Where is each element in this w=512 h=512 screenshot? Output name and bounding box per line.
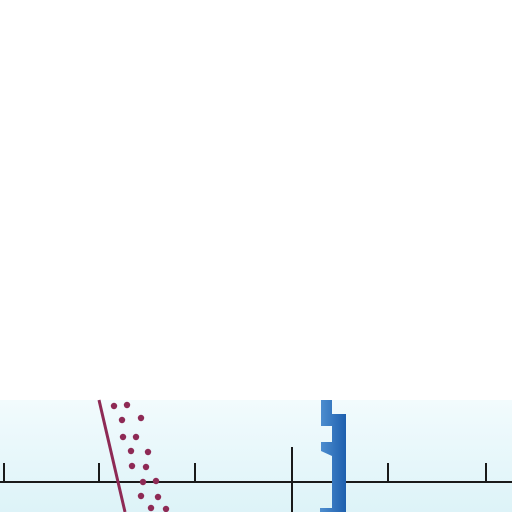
dot bbox=[147, 504, 155, 512]
dot bbox=[118, 416, 126, 424]
axis-ticks bbox=[3, 447, 487, 512]
dot bbox=[137, 492, 145, 500]
dot bbox=[132, 433, 140, 441]
blue-bracket-shape-icon bbox=[320, 400, 346, 512]
dot bbox=[152, 477, 160, 485]
dot bbox=[162, 505, 170, 512]
dot bbox=[139, 478, 147, 486]
dot bbox=[142, 463, 150, 471]
dot bbox=[154, 493, 162, 501]
blank-upper-area bbox=[0, 0, 512, 400]
dot bbox=[123, 401, 131, 409]
dot bbox=[119, 433, 127, 441]
dot bbox=[128, 462, 136, 470]
dotted-diagonal-line-icon bbox=[110, 401, 170, 512]
dot bbox=[144, 448, 152, 456]
dot bbox=[137, 414, 145, 422]
light-cyan-band bbox=[0, 400, 512, 512]
dot bbox=[127, 447, 135, 455]
dot bbox=[110, 402, 118, 410]
maroon-diagonal-line bbox=[97, 399, 127, 512]
